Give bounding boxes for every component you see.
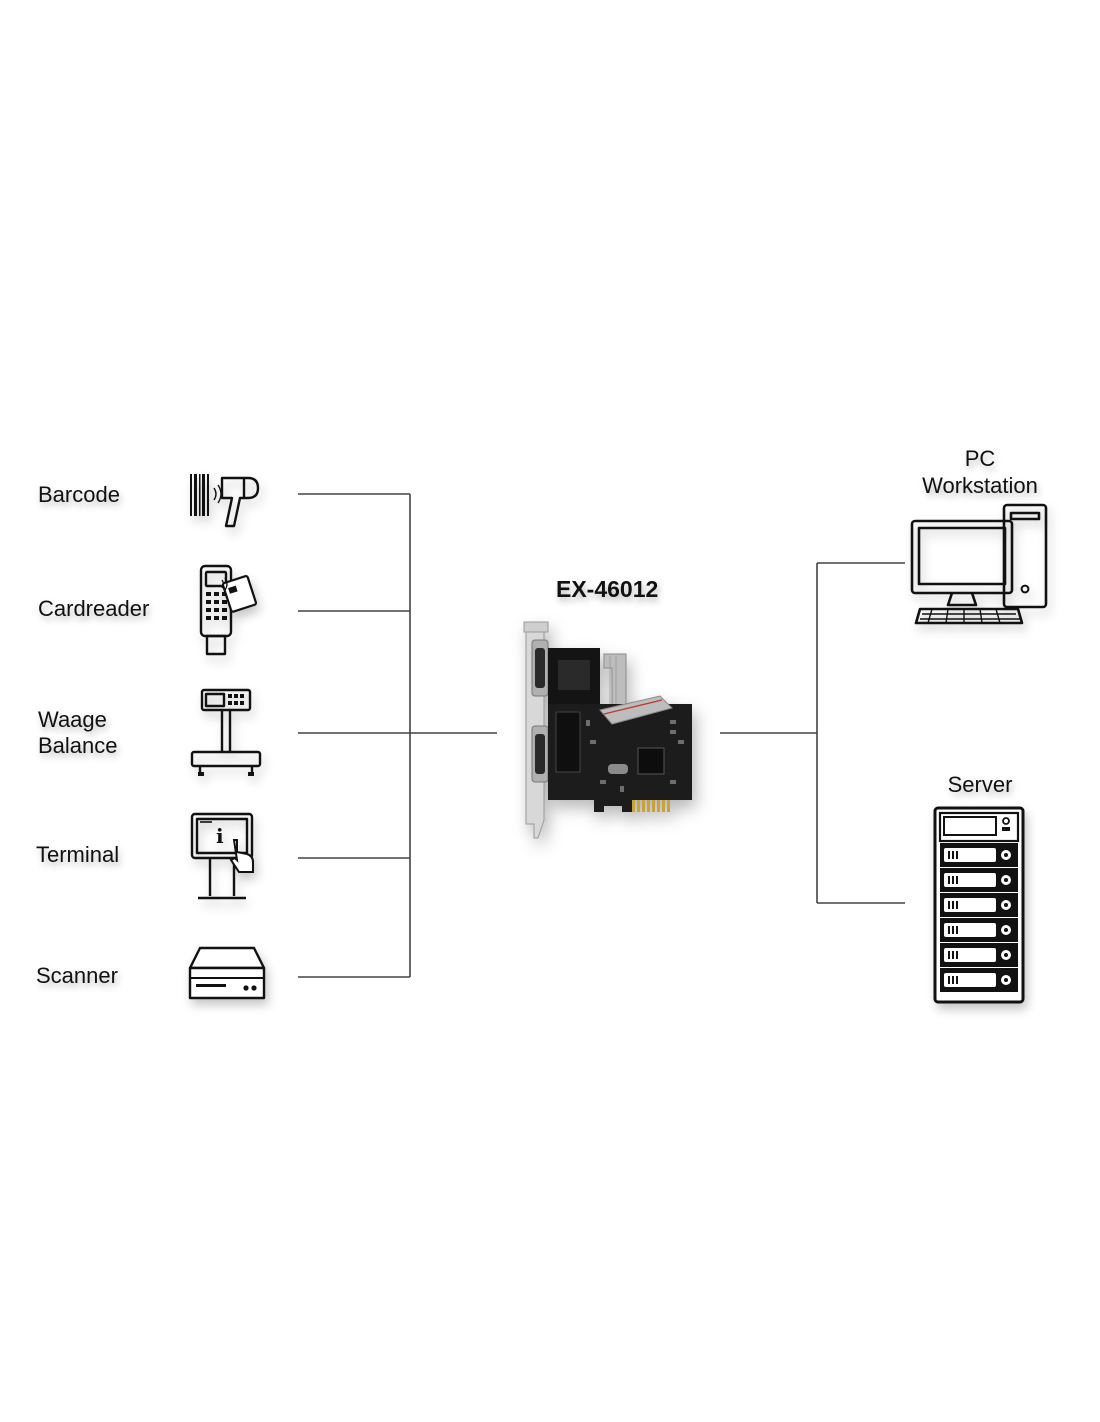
- flatbed-scanner-icon: [188, 946, 266, 1000]
- info-terminal-icon: i: [190, 812, 254, 900]
- card-label: EX-46012: [556, 576, 659, 602]
- device-label-cardreader: Cardreader: [38, 596, 150, 621]
- host-label-server: Server: [947, 772, 1013, 797]
- device-label-balance: Balance: [38, 733, 118, 758]
- server-rack-icon: [933, 806, 1025, 1004]
- barcode-scanner-icon: [190, 474, 260, 528]
- device-label-terminal: Terminal: [36, 842, 120, 867]
- host-label-pc: PC: [964, 446, 996, 471]
- card-reader-icon: [199, 564, 258, 656]
- host-label-workstation: Workstation: [922, 473, 1038, 498]
- device-label-scanner: Scanner: [36, 963, 118, 988]
- scale-icon: [190, 688, 262, 776]
- pcie-serial-card-icon: [523, 621, 692, 839]
- device-label-barcode: Barcode: [38, 482, 120, 507]
- svg-text:i: i: [216, 824, 224, 848]
- device-label-waage: Waage: [38, 707, 107, 732]
- pc-workstation-icon: [910, 503, 1048, 625]
